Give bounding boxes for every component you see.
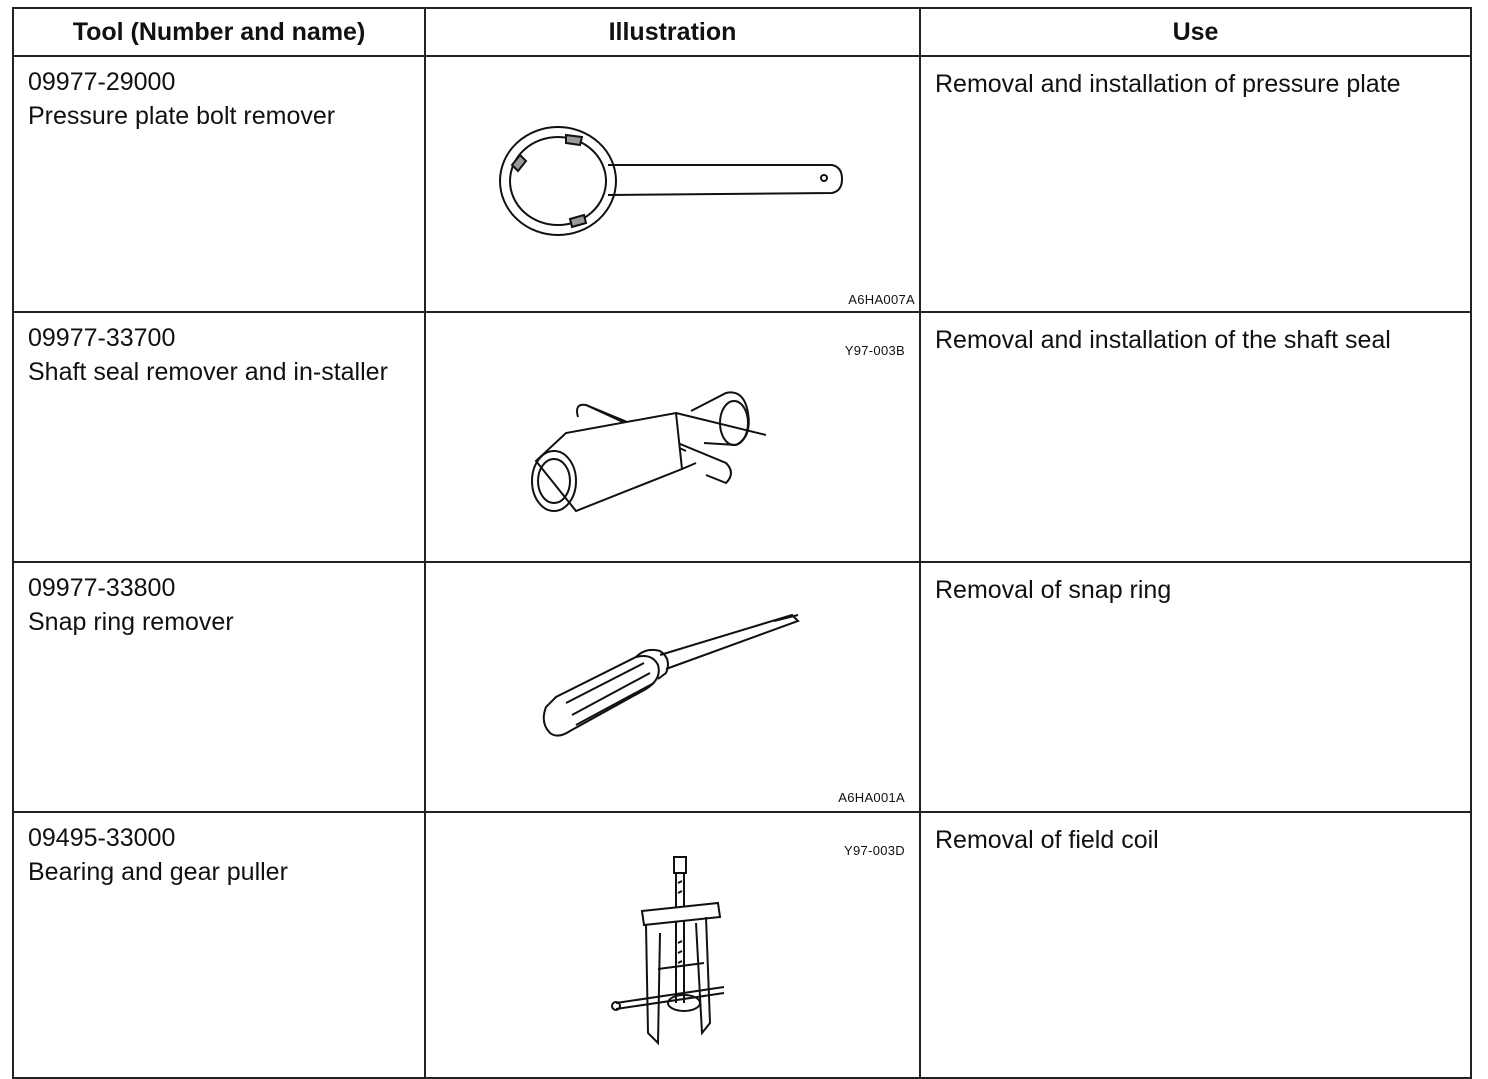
screwdriver-icon xyxy=(542,613,800,737)
illustration-cell: Y97-003D xyxy=(424,811,921,1079)
tool-cell: 09495-33000 Bearing and gear puller xyxy=(12,811,426,1079)
use-cell: Removal and installation of pressure pla… xyxy=(919,55,1472,313)
tool-cell: 09977-33800 Snap ring remover xyxy=(12,561,426,813)
figure-code: Y97-003D xyxy=(844,843,905,858)
illustration-cell: A6HA007A xyxy=(424,55,921,313)
tool-number: 09977-33800 xyxy=(28,574,176,602)
header-row: Tool (Number and name) Illustration Use xyxy=(12,7,1472,57)
tool-name: Shaft seal remover and in-staller xyxy=(28,358,388,386)
table-row: 09977-29000 Pressure plate bolt remover … xyxy=(12,55,1472,313)
figure-code: Y97-003B xyxy=(844,343,905,358)
illustration-cell: Y97-003B xyxy=(424,311,921,563)
figure-code: A6HA001A xyxy=(838,790,905,805)
use-cell: Removal and installation of the shaft se… xyxy=(919,311,1472,563)
tool-number: 09977-29000 xyxy=(28,68,176,96)
tool-name: Bearing and gear puller xyxy=(28,858,288,886)
special-tools-table: Tool (Number and name) Illustration Use … xyxy=(12,7,1472,1079)
tool-name: Pressure plate bolt remover xyxy=(28,102,336,130)
table-row: 09977-33700 Shaft seal remover and in-st… xyxy=(12,311,1472,563)
illustration-cell: A6HA001A xyxy=(424,561,921,813)
tool-number: 09977-33700 xyxy=(28,324,176,352)
figure-code: A6HA007A xyxy=(848,292,915,307)
tool-cell: 09977-33700 Shaft seal remover and in-st… xyxy=(12,311,426,563)
tool-number: 09495-33000 xyxy=(28,824,176,852)
table-row: 09495-33000 Bearing and gear puller Y97-… xyxy=(12,811,1472,1079)
tool-cell: 09977-29000 Pressure plate bolt remover xyxy=(12,55,426,313)
header-tool: Tool (Number and name) xyxy=(12,7,426,57)
table-row: 09977-33800 Snap ring remover A6HA001A R… xyxy=(12,561,1472,813)
header-use: Use xyxy=(919,7,1472,57)
pressure-plate-wrench-icon xyxy=(499,126,844,236)
header-illustration: Illustration xyxy=(424,7,921,57)
gear-puller-icon xyxy=(611,856,725,1046)
tool-name: Snap ring remover xyxy=(28,608,234,636)
use-cell: Removal of snap ring xyxy=(919,561,1472,813)
shaft-seal-tool-icon xyxy=(531,391,767,513)
use-cell: Removal of field coil xyxy=(919,811,1472,1079)
